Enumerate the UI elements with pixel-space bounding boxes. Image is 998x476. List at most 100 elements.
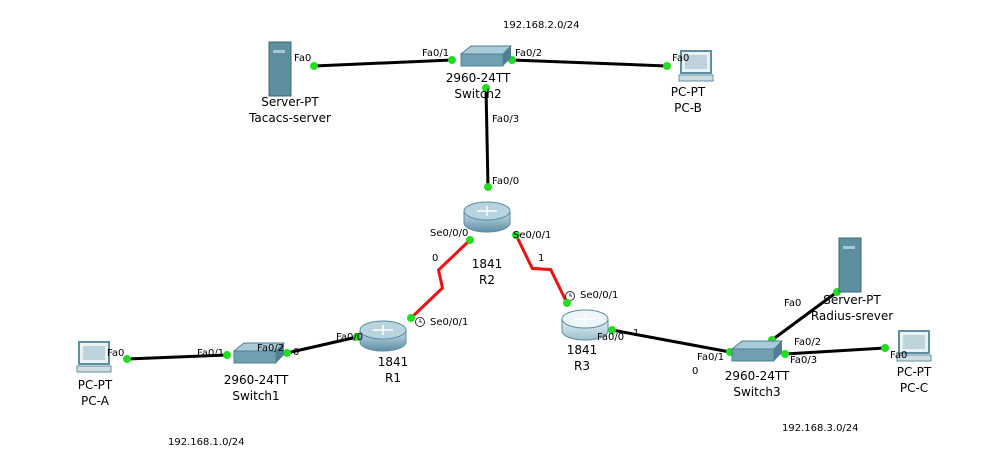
device-switch2[interactable] xyxy=(459,45,513,67)
pc-icon xyxy=(896,330,932,362)
device-radius[interactable] xyxy=(838,237,862,293)
ethernet-cable[interactable] xyxy=(611,328,731,354)
link-label: 1 xyxy=(633,328,639,339)
device-model-label: 1841 xyxy=(472,257,503,271)
port-label: Fa0/2 xyxy=(257,343,284,354)
port-label: Fa0/1 xyxy=(422,48,449,59)
server-icon xyxy=(268,41,292,97)
ethernet-cable[interactable] xyxy=(286,335,358,355)
device-name-label: Switch3 xyxy=(733,385,780,399)
link-r1-switch1[interactable] xyxy=(283,333,361,357)
link-status-icon xyxy=(781,350,789,358)
link-status-icon xyxy=(512,231,520,239)
router-icon xyxy=(359,320,407,352)
ethernet-cable[interactable] xyxy=(484,87,490,188)
link-label: 1 xyxy=(538,253,544,264)
link-status-icon xyxy=(448,56,456,64)
device-model-label: Server-PT xyxy=(823,293,881,307)
link-status-icon xyxy=(663,62,671,70)
router-icon xyxy=(561,309,609,341)
device-model-label: Server-PT xyxy=(261,95,319,109)
link-r2-r3[interactable] xyxy=(512,231,575,307)
device-r1[interactable] xyxy=(359,320,407,352)
device-model-label: 1841 xyxy=(567,343,598,357)
port-label: Se0/0/0 xyxy=(430,228,468,239)
port-label: Fa0/0 xyxy=(597,332,624,343)
device-name-label: PC-C xyxy=(900,381,928,395)
link-r3-switch3[interactable] xyxy=(608,326,734,356)
link-label: 0 xyxy=(692,366,698,377)
device-model-label: 1841 xyxy=(378,355,409,369)
link-status-icon xyxy=(353,333,361,341)
device-model-label: PC-PT xyxy=(671,85,706,99)
link-label: 0 xyxy=(432,253,438,264)
network-label-192-168-2: 192.168.2.0/24 xyxy=(503,20,580,31)
device-model-label: 2960-24TT xyxy=(446,71,511,85)
device-model-label: PC-PT xyxy=(78,378,113,392)
device-pcb[interactable] xyxy=(678,50,714,82)
link-status-icon xyxy=(484,183,492,191)
port-label: Fa0 xyxy=(107,348,124,359)
labels-layer: 192.168.2.0/24 192.168.1.0/24 192.168.3.… xyxy=(78,20,932,448)
link-status-icon xyxy=(466,236,474,244)
ethernet-cable[interactable] xyxy=(771,290,838,342)
port-label: Fa0/1 xyxy=(697,352,724,363)
device-name-label: PC-B xyxy=(674,101,702,115)
link-switch2-r2[interactable] xyxy=(482,84,492,191)
port-label: Se0/0/1 xyxy=(580,290,618,301)
device-tacacs[interactable] xyxy=(268,41,292,97)
link-status-icon xyxy=(482,84,490,92)
port-label: Fa0/0 xyxy=(492,176,519,187)
device-switch1[interactable] xyxy=(232,342,286,364)
device-model-label: PC-PT xyxy=(897,365,932,379)
link-switch1-pca[interactable] xyxy=(123,351,231,363)
device-name-label: Switch1 xyxy=(232,389,279,403)
device-pcc[interactable] xyxy=(896,330,932,362)
device-model-label: 2960-24TT xyxy=(725,369,790,383)
ethernet-cable[interactable] xyxy=(511,58,668,68)
serial-cable[interactable] xyxy=(514,234,569,304)
switch-icon xyxy=(232,342,286,364)
link-tacacs-switch2[interactable] xyxy=(310,56,456,70)
ethernet-cable[interactable] xyxy=(126,353,228,361)
device-r3[interactable] xyxy=(561,309,609,341)
device-name-label: Switch2 xyxy=(454,87,501,101)
port-label: Fa0 xyxy=(672,53,689,64)
link-status-icon xyxy=(407,314,415,322)
device-model-label: 2960-24TT xyxy=(224,373,289,387)
switch-icon xyxy=(459,45,513,67)
serial-cable[interactable] xyxy=(409,238,472,320)
device-name-label: R2 xyxy=(479,273,495,287)
port-label: Fa0/1 xyxy=(197,348,224,359)
port-label: Se0/0/1 xyxy=(430,317,468,328)
link-status-icon xyxy=(283,349,291,357)
port-label: Fa0 xyxy=(890,350,907,361)
port-label: Fa0/3 xyxy=(790,355,817,366)
link-switch3-pcc[interactable] xyxy=(781,344,889,358)
port-label: Fa0/2 xyxy=(794,337,821,348)
clock-icon xyxy=(415,317,425,327)
port-label: Fa0/0 xyxy=(336,332,363,343)
devices-layer xyxy=(76,41,932,373)
link-label: 0 xyxy=(293,347,299,358)
switch-icon xyxy=(730,340,784,362)
port-label: Fa0 xyxy=(784,298,801,309)
link-r2-r1[interactable] xyxy=(407,236,474,327)
device-r2[interactable] xyxy=(463,201,511,233)
device-switch3[interactable] xyxy=(730,340,784,362)
device-name-label: R3 xyxy=(574,359,590,373)
router-icon xyxy=(463,201,511,233)
link-status-icon xyxy=(881,344,889,352)
device-pca[interactable] xyxy=(76,341,112,373)
device-name-label: Tacacs-server xyxy=(248,111,331,125)
ethernet-cable[interactable] xyxy=(313,58,453,68)
link-status-icon xyxy=(310,62,318,70)
network-label-192-168-3: 192.168.3.0/24 xyxy=(782,423,859,434)
port-label: Fa0/2 xyxy=(515,48,542,59)
ethernet-cable[interactable] xyxy=(784,346,886,356)
server-icon xyxy=(838,237,862,293)
device-name-label: R1 xyxy=(385,371,401,385)
link-status-icon xyxy=(608,326,616,334)
